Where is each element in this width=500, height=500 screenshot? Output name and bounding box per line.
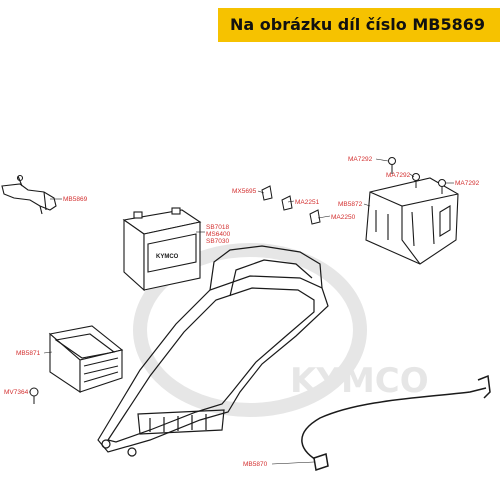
- part-label: MA7292: [386, 172, 411, 179]
- part-label: MA7292: [348, 156, 373, 163]
- part-label: MV7364: [4, 389, 29, 396]
- highlight-banner: Na obrázku díl číslo MB5869: [218, 8, 500, 42]
- part-label: MA2251: [295, 199, 320, 206]
- part-label: MA2250: [331, 214, 356, 221]
- part-label: MB5871: [16, 350, 41, 357]
- part-label: MB5870: [243, 461, 268, 468]
- leader-lines: [29, 158, 454, 465]
- part-label: SB7030: [206, 238, 230, 245]
- part-label: MS6400: [206, 231, 231, 238]
- battery-box-part-icon[interactable]: [365, 177, 459, 265]
- screw-icon[interactable]: [29, 157, 446, 405]
- bracket-part-icon[interactable]: [1, 174, 57, 215]
- part-label: SB7018: [206, 224, 230, 231]
- part-label: MA7292: [455, 180, 480, 187]
- part-label: MB5872: [338, 201, 363, 208]
- part-label: MB5869: [63, 196, 88, 203]
- banner-title: Na obrázku díl číslo MB5869: [230, 15, 485, 34]
- watermark-logo: KYMCO: [133, 243, 429, 417]
- svg-text:KYMCO: KYMCO: [290, 361, 429, 401]
- storage-tub-part-icon[interactable]: [97, 245, 329, 457]
- part-label: MX5695: [232, 188, 257, 195]
- part-labels: MB5869 SB7018 MS6400 SB7030 MA7292 MA729…: [4, 156, 480, 468]
- svg-text:KYMCO: KYMCO: [156, 254, 179, 260]
- battery-part-icon[interactable]: KYMCO: [122, 207, 202, 292]
- cable-part-icon[interactable]: [301, 374, 491, 471]
- module-box-part-icon[interactable]: [48, 325, 124, 394]
